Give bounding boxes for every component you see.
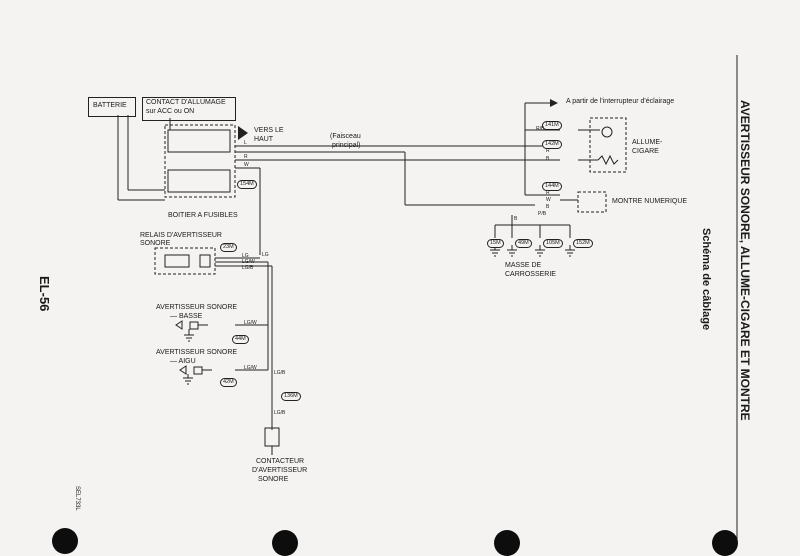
horn-switch-label-1: CONTACTEUR <box>256 458 305 465</box>
wire-color-rb: R/B <box>536 126 545 132</box>
wire-color-w: W <box>244 162 249 168</box>
connector-142m: 142M <box>542 140 562 149</box>
high-horn-label-1: AVERTISSEUR SONORE <box>156 349 238 356</box>
wire-color-l: L <box>244 140 247 146</box>
wire-color-b: B <box>546 156 550 162</box>
wire-color-w2: W <box>546 197 551 203</box>
connector-15m: 15M <box>487 239 504 248</box>
connector-144m: 144M <box>542 182 562 191</box>
ignition-switch-box <box>142 97 236 121</box>
body-ground-label-2: CARROSSERIE <box>505 271 556 278</box>
sub-title: Schéma de câblage <box>700 228 712 331</box>
wire-color-lgb3: LG/B <box>274 410 286 416</box>
wire-color-b2: B <box>546 204 550 210</box>
wire-color-lg2: LG <box>242 253 249 259</box>
wire-color-lgb2: LG/B <box>274 370 286 376</box>
binder-hole-2 <box>272 530 298 556</box>
side-code: SEL733L <box>74 486 80 511</box>
wire-color-r2: R <box>546 148 550 154</box>
connector-136m: 136M <box>281 392 301 401</box>
connector-49m: 49M <box>515 239 532 248</box>
digital-clock-label: MONTRE NUMERIQUE <box>612 198 688 205</box>
body-ground-label-1: MASSE DE <box>505 262 542 269</box>
connector-23m: 23M <box>220 243 237 252</box>
connector-44m: 44M <box>232 335 249 344</box>
main-title: AVERTISSEUR SONORE, ALLUME-CIGARE ET MON… <box>738 100 752 421</box>
cigar-lighter-label-1: ALLUME- <box>632 139 663 146</box>
battery-label: BATTERIE <box>93 102 127 109</box>
connector-42m: 42M <box>220 378 237 387</box>
wire-color-lg: LG <box>262 252 269 258</box>
wire-color-r3: R <box>546 190 550 196</box>
wire-color-lgw-basse: LG/W <box>244 320 257 326</box>
high-horn-label-2: — AIGU <box>170 358 196 365</box>
low-horn-label-2: — BASSE <box>170 313 203 320</box>
vers-le-label: VERS LE <box>254 127 284 134</box>
binder-hole-4 <box>712 530 738 556</box>
cigar-lighter-label-2: CIGARE <box>632 148 659 155</box>
binder-hole-3 <box>494 530 520 556</box>
binder-hole-1 <box>52 528 78 554</box>
harness-label-2: principal) <box>332 142 361 149</box>
connector-152m: 152M <box>573 239 593 248</box>
horn-switch-label-2: D'AVERTISSEUR <box>252 467 308 474</box>
wire-color-pb: P/B <box>538 211 547 217</box>
horn-relay-label-2: SONORE <box>140 240 171 247</box>
haut-label: HAUT <box>254 136 274 143</box>
wire-color-lgw-aigu: LG/W <box>244 365 257 371</box>
connector-141m: 141M <box>542 121 562 130</box>
low-horn-label-1: AVERTISSEUR SONORE <box>156 304 238 311</box>
wire-color-r: R <box>244 154 248 160</box>
wire-color-lgw: LG/W <box>242 259 255 265</box>
ignition-label-2: sur ACC ou ON <box>146 108 195 115</box>
battery-box <box>88 97 136 117</box>
from-lighting-switch-label: A partir de l'interrupteur d'éclairage <box>566 98 675 105</box>
connector-154m: 154M <box>237 180 257 189</box>
wire-color-b3: B <box>514 216 518 222</box>
wire-color-lgb: LG/B <box>242 265 254 271</box>
harness-label-1: (Faisceau <box>330 133 361 140</box>
page-code: EL-56 <box>37 276 52 312</box>
horn-switch-label-3: SONORE <box>258 476 289 483</box>
horn-relay-label-1: RELAIS D'AVERTISSEUR <box>140 232 222 239</box>
connector-105m: 105M <box>543 239 563 248</box>
fuse-box-label: BOITIER A FUSIBLES <box>168 212 238 219</box>
ignition-label-1: CONTACT D'ALLUMAGE <box>146 99 226 106</box>
